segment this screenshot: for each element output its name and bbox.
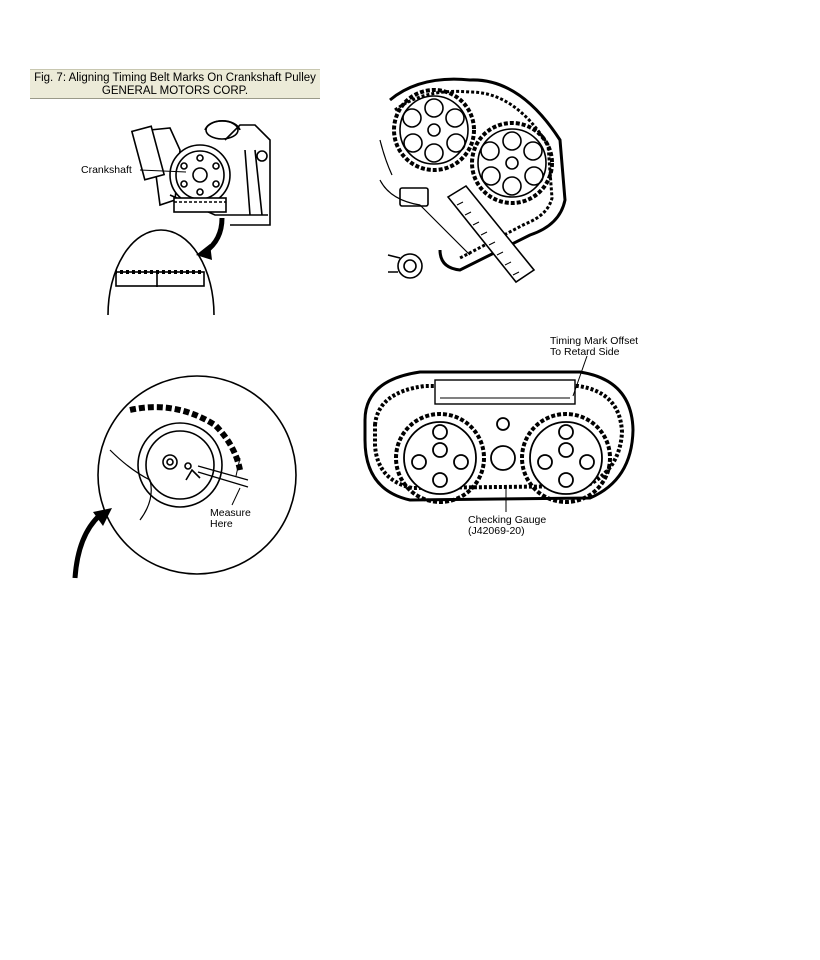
figure-caption: Fig. 7: Aligning Timing Belt Marks On Cr… (30, 69, 320, 99)
label-timing-mark: Timing Mark Offset To Retard Side (550, 336, 638, 358)
label-timing-mark-line2: To Retard Side (550, 346, 620, 358)
label-checking-gauge-line2: (J42069-20) (468, 525, 525, 537)
figure-title: Fig. 7: Aligning Timing Belt Marks On Cr… (34, 72, 316, 84)
crankshaft-pulley-illustration (107, 120, 271, 316)
label-crankshaft: Crankshaft (81, 164, 132, 176)
label-checking-gauge-line1: Checking Gauge (468, 514, 547, 526)
label-timing-mark-line1: Timing Mark Offset (550, 335, 639, 347)
checking-gauge-illustration (363, 355, 635, 512)
camshaft-sprockets-illustration (379, 77, 567, 284)
label-checking-gauge: Checking Gauge (J42069-20) (468, 515, 546, 537)
figure-source: GENERAL MOTORS CORP. (101, 85, 249, 97)
label-measure-line1: Measure (210, 507, 251, 519)
measure-detail-illustration (72, 375, 297, 579)
label-measure: Measure Here (210, 508, 251, 530)
label-measure-line2: Here (210, 518, 233, 530)
